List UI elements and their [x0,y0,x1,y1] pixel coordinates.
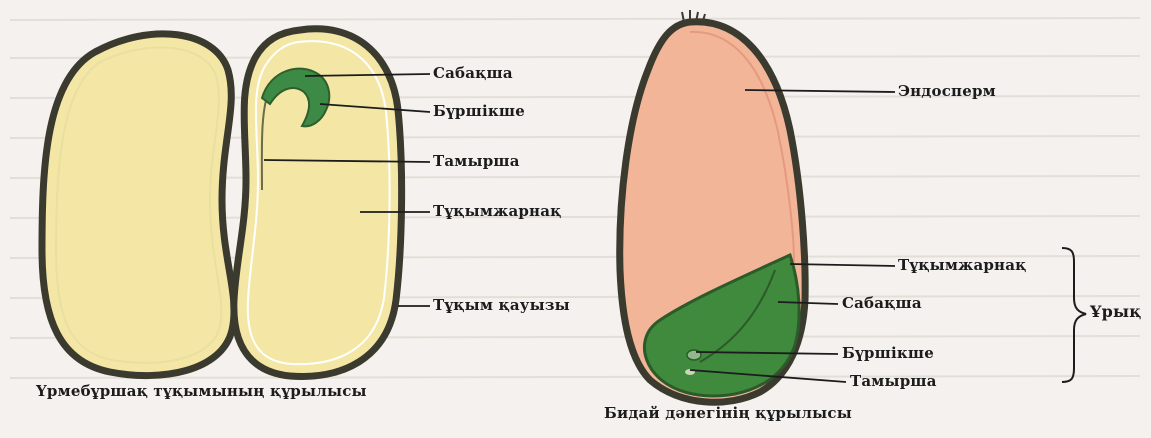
wheat-label-root: Тамырша [850,372,937,390]
bean-label-stem: Сабақша [433,64,513,82]
bean-label-bud: Бүршікше [433,102,525,120]
bean-seed [42,29,402,377]
embryo-bracket [1062,248,1086,382]
wheat-label-bud: Бүршікше [842,344,934,362]
wheat-label-stem: Сабақша [842,294,922,312]
bean-label-cotyledon: Тұқымжарнақ [433,202,562,220]
bean-label-seed-coat: Тұқым қауызы [433,296,570,314]
wheat-grain [620,10,805,402]
wheat-label-embryo-group: Ұрық [1090,302,1141,321]
wheat-label-cotyledon: Тұқымжарнақ [898,256,1027,274]
wheat-caption: Бидай дәнегінің құрылысы [604,404,852,422]
wheat-label-endosperm: Эндосперм [898,82,996,100]
bean-label-root: Тамырша [433,152,520,170]
bean-caption: Үрмебұршақ тұқымының құрылысы [36,382,367,400]
bean-left-half [42,34,234,376]
